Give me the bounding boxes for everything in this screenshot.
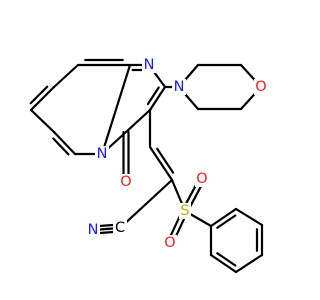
svg-text:N: N [174, 79, 185, 95]
svg-text:O: O [255, 79, 266, 95]
bond-c2-c3-b [146, 86, 160, 106]
svg-text:O: O [196, 171, 207, 187]
bond-c2-c3 [148, 85, 167, 112]
atom-label-layer: N N N O O N C S [86, 57, 268, 251]
bond-c8-c9 [29, 85, 56, 112]
svg-text:O: O [164, 235, 175, 251]
bond-p5-p6 [209, 253, 238, 274]
atom-morpholine-n: N [172, 79, 186, 95]
bond-cv-ca-b [156, 147, 175, 174]
bond-c3-c4 [124, 108, 152, 134]
svg-text:N: N [97, 146, 108, 162]
bond-p2-p3 [234, 207, 264, 227]
bond-layer [29, 58, 264, 274]
svg-text:N: N [144, 57, 155, 73]
atom-pyrimidine-n: N [142, 57, 156, 73]
atom-sulfonyl-o2: O [163, 235, 177, 251]
atom-nitrile-c: C [113, 220, 127, 236]
bond-p5-p6-b [216, 252, 237, 267]
svg-text:C: C [115, 220, 125, 236]
svg-text:N: N [88, 222, 99, 238]
bond-c6-c7-b [52, 137, 70, 156]
bond-p1-p2-b [216, 214, 237, 229]
bond-p1-p2 [209, 207, 238, 228]
svg-text:O: O [120, 174, 131, 190]
atom-morpholine-o: O [254, 79, 268, 95]
svg-text:S: S [180, 203, 189, 219]
bond-c6-c7 [52, 130, 77, 156]
atom-sulfonyl-o1: O [195, 171, 209, 187]
atom-carbonyl-o: O [119, 174, 133, 190]
atom-nitrile-n: N [86, 222, 100, 238]
molecule-structure: N N N O O N C S [29, 57, 268, 274]
atom-sulfur: S [179, 203, 191, 219]
bond-n5-c8a [100, 63, 132, 156]
bond-c8-c9-b [29, 85, 49, 105]
bond-c9-c10 [52, 63, 80, 89]
atom-ring-junction-n: N [95, 146, 109, 162]
bond-c7-c8 [29, 108, 56, 134]
bond-p4-p5 [234, 253, 264, 274]
bond-cv-ca [148, 145, 174, 182]
bond-ca-cn [118, 178, 174, 230]
